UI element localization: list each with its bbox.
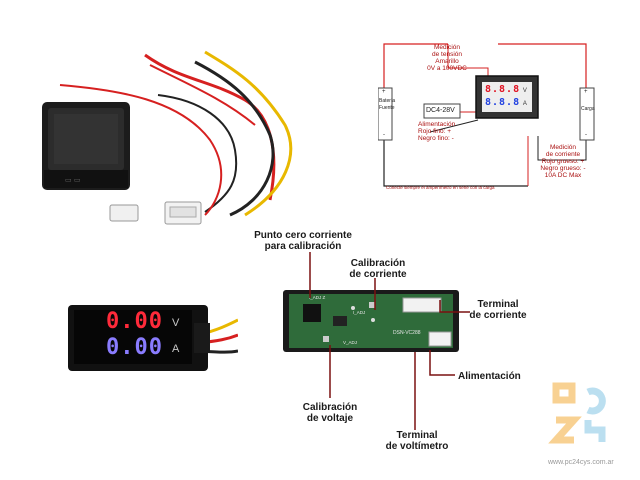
carga-label: Carga (581, 106, 595, 112)
svg-text:▭ ▭: ▭ ▭ (65, 176, 80, 184)
reading-bottom: 0.00 (106, 335, 163, 360)
schematic-display-top: 8.8.8 V (485, 84, 527, 95)
label-medicion-corriente: Medición de corriente Rojo grueso: + Neg… (540, 144, 586, 179)
wiring-schematic: Medición de tensión Amarillo 0V a 100VDC… (378, 40, 618, 192)
schematic-display-bottom: 8.8.8 A (485, 97, 527, 108)
label-terminal-corriente: Terminal de corriente (469, 299, 527, 321)
display-bottom-digits: 8.8.8 (485, 97, 521, 108)
pcb-silk-2: V_ADJ (343, 340, 358, 345)
schematic-footer: Conecte siempre el amperímetro en serie … (386, 185, 495, 190)
reading-unit-v: V (172, 317, 180, 329)
watermark-url: www.pc24cys.com.ar (548, 459, 614, 466)
label-terminal-voltimetro: Terminal de voltímetro (385, 430, 449, 452)
display-top-digits: 8.8.8 (485, 84, 521, 95)
reading-unit-a: A (172, 343, 180, 355)
label-alimentacion: Alimentación (458, 371, 521, 382)
unit-v-label: V (522, 88, 527, 94)
meter-body (68, 305, 238, 371)
pcb-photo: DSN-VC288 V_ADJ I_ADJ I_ADJ Z (283, 290, 463, 354)
label-alimentacion-schematic: Alimentación Rojo fino: + Negro fino: - (418, 121, 456, 142)
supply-box-label: DC4-28V (426, 107, 455, 114)
pcb-silk-3: I_ADJ (353, 310, 366, 315)
load-minus: - (585, 132, 587, 138)
label-punto-cero: Punto cero corriente para calibración (254, 230, 352, 252)
meter-display-photo: 0.00 V 0.00 A (68, 305, 238, 373)
battery-minus: - (383, 132, 385, 138)
pcb-silk-1: DSN-VC288 (393, 330, 421, 336)
bateria-label: Batería Fuente (379, 98, 396, 111)
label-medicion-tension: Medición de tensión Amarillo 0V a 100VDC (427, 44, 467, 72)
label-calib-voltaje: Calibración de voltaje (302, 402, 358, 424)
pcb-silk-4: I_ADJ Z (309, 295, 326, 300)
battery-plus: + (382, 89, 386, 95)
schematic-lines (378, 43, 595, 187)
reading-top: 0.00 (106, 309, 163, 334)
load-plus: + (584, 89, 588, 95)
pcb-board (283, 290, 459, 352)
label-calib-corriente: Calibración de corriente (349, 258, 407, 280)
meter-wires-photo: ▭ ▭ (42, 50, 293, 225)
pc24cys-logo (548, 382, 606, 444)
unit-a-label: A (522, 101, 527, 107)
